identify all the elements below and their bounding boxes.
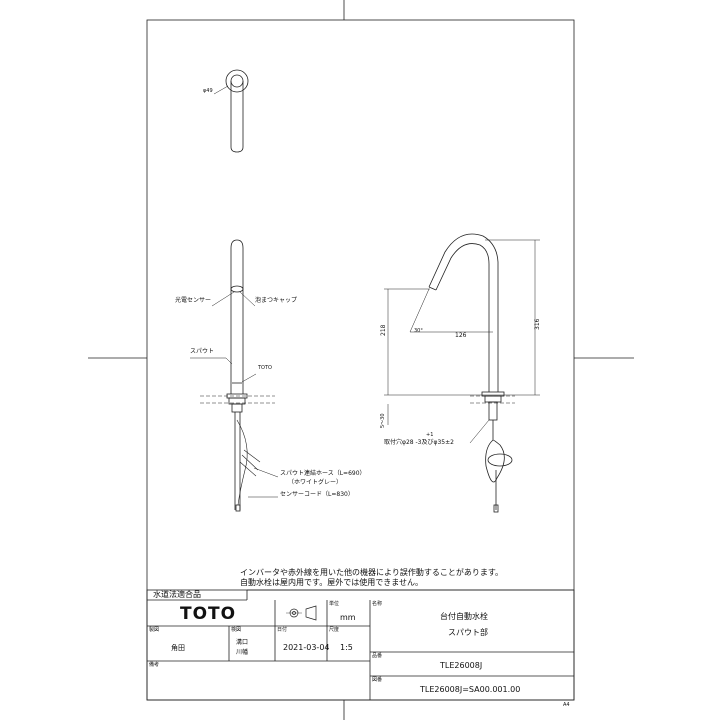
date-label: 日付 [277, 627, 288, 633]
name-value-1: 台付自動水栓 [440, 612, 488, 621]
checker-value-1: 溝口 [236, 639, 249, 646]
toto-mark-label: TOTO [258, 365, 272, 371]
name-value-2: スパウト部 [448, 628, 488, 637]
note-line-1: インバータや赤外線を用いた他の機器により誤作動することがあります。 [240, 568, 504, 577]
checker-label: 検図 [231, 627, 242, 633]
scale-value: 1:5 [340, 643, 353, 652]
spout-label: スパウト [190, 348, 215, 355]
product-value: TLE26008J [440, 661, 483, 670]
product-label: 品番 [372, 653, 383, 659]
hole-dimension: 取付穴φ28 -3及びφ35±2 [384, 439, 454, 446]
angle-dimension: 30° [414, 328, 423, 334]
height-218-dimension: 218 [380, 324, 387, 336]
remarks-label: 備考 [149, 662, 160, 668]
title-block-lines [146, 589, 575, 701]
toto-logo: TOTO [180, 604, 237, 624]
drafter-value: 角田 [171, 644, 185, 652]
unit-label: 単位 [329, 601, 340, 607]
drafter-label: 製図 [149, 627, 160, 633]
deck-thickness-dimension: 5～30 [380, 413, 386, 428]
hose-color-label: （ホワイトグレー） [288, 479, 343, 486]
side-view [384, 233, 540, 513]
projection-symbol-icon [286, 605, 317, 621]
unit-value: mm [340, 613, 356, 622]
drawing-number-label: 図番 [372, 677, 383, 683]
drawing-number-value: TLE26008J=SA00.001.00 [420, 685, 521, 694]
front-view [190, 239, 279, 512]
certification-label: 水道法適合品 [153, 590, 201, 599]
scale-label: 尺度 [329, 627, 340, 633]
sheet-size-label: A4 [563, 702, 570, 708]
aerator-cap-label: 泡まつキャップ [255, 297, 298, 304]
sheet-border [146, 19, 575, 701]
sensor-label: 光電センサー [175, 297, 212, 304]
hole-dimension-tolerance: +1 [426, 432, 434, 438]
top-view [213, 69, 249, 153]
date-value: 2021-03-04 [283, 643, 330, 652]
diameter-label: φ49 [203, 88, 213, 94]
note-line-2: 自動水栓は屋内用です。屋外では使用できません。 [240, 578, 423, 587]
name-label: 名称 [372, 601, 383, 607]
height-316-dimension: 316 [534, 318, 541, 330]
checker-value-2: 川幡 [236, 649, 249, 656]
reach-dimension: 126 [455, 332, 467, 339]
hose-label: スパウト連結ホース（L=690） [280, 470, 366, 477]
sensor-cord-label: センサーコード（L=830） [280, 491, 354, 498]
